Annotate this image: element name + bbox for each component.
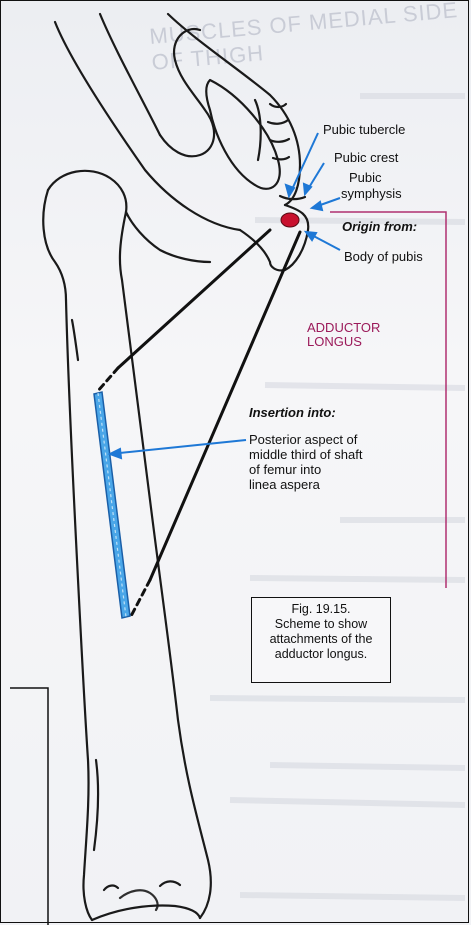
figure-stage: MUSCLES OF MEDIAL SIDE OF THIGH [0, 0, 471, 925]
page-border [0, 0, 469, 923]
